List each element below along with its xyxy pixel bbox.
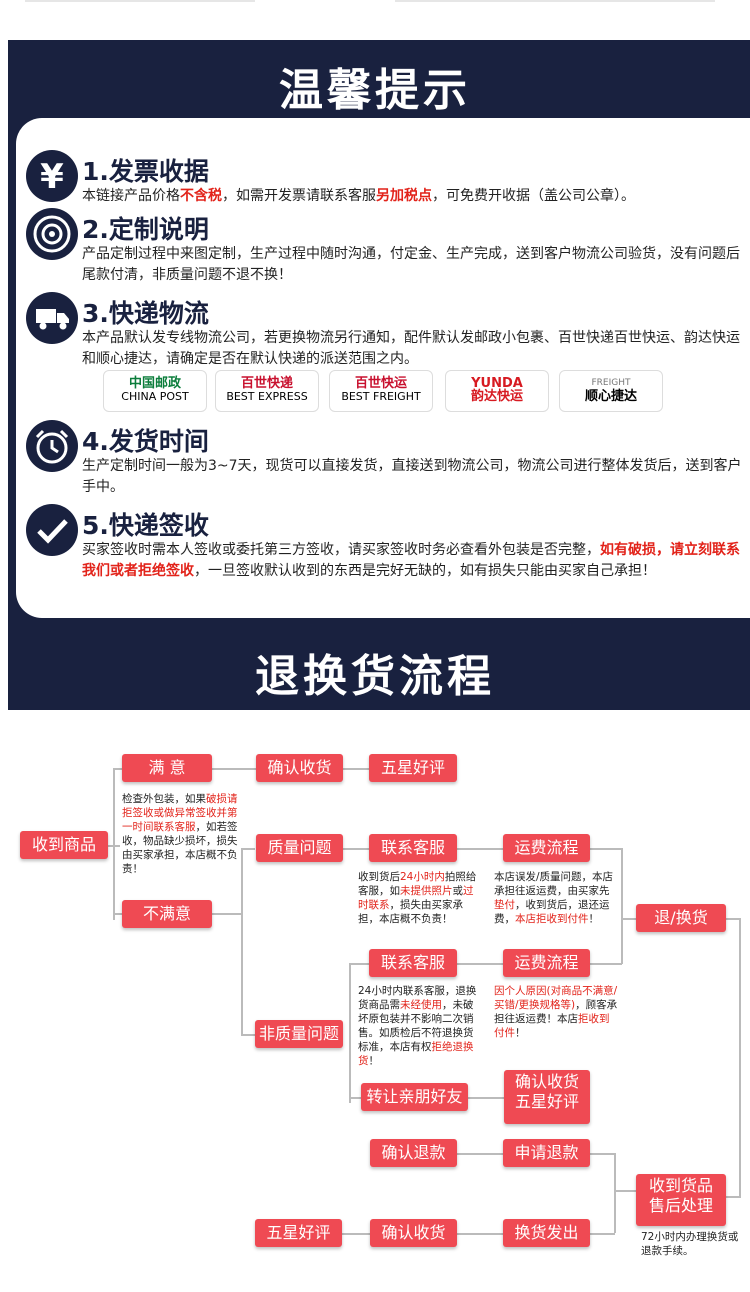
- section-body: 产品定制过程中来图定制，生产过程中随时沟通，付定金、生产完成，送到客户物流公司验…: [82, 246, 740, 283]
- contact-service-box-2: 联系客服: [369, 949, 457, 977]
- flow-title: 退换货流程: [255, 651, 495, 702]
- section-heading: 3.快递物流: [82, 299, 209, 328]
- svg-text:¥: ¥: [40, 157, 64, 197]
- tips-card: [16, 118, 750, 618]
- after-sale-note: 72小时内办理换货或退款手续。: [641, 1231, 739, 1257]
- section-heading: 1.发票收据: [82, 157, 209, 186]
- disc-icon: [26, 208, 78, 260]
- non-quality-fee-note: 因个人原因(对商品不满意/买错/更换规格等)，顾客承担往返运费！本店拒收到付件！: [494, 985, 618, 1039]
- quality-issue-box: 质量问题: [256, 834, 343, 862]
- confirm-receipt-box-3: 确认收货: [370, 1219, 457, 1247]
- quality-contact-note: 收到货后24小时内拍照给客服，如未提供照片或过时联系，损失由买家承担，本店概不负…: [358, 871, 477, 925]
- contact-service-box: 联系客服: [369, 834, 457, 862]
- yen-icon: ¥: [26, 150, 78, 202]
- shipping-fee-flow-box: 运费流程: [503, 834, 590, 862]
- five-star-review-box-2: 五星好评: [255, 1219, 342, 1247]
- received-goods-box: 收到商品: [20, 831, 108, 859]
- non-quality-issue-box: 非质量问题: [255, 1020, 343, 1048]
- section-body: 买家签收时需本人签收或委托第三方签收，请买家签收时务必查看外包装是否完整，如有破…: [82, 542, 740, 579]
- section-body: 本产品默认发专线物流公司，若更换物流另行通知，配件默认发邮政小包裹、百世快递百世…: [82, 330, 740, 367]
- return-exchange-box: 退/换货: [636, 904, 726, 932]
- return-flow-chart: 收到商品 满 意 确认收货 五星好评 不满意 质量问题 联系客服 运费流程 退/…: [0, 710, 750, 1292]
- shipping-fee-flow-box-2: 运费流程: [503, 949, 590, 977]
- transfer-to-friends-box: 转让亲朋好友: [361, 1083, 468, 1111]
- satisfied-box: 满 意: [122, 754, 212, 782]
- section-heading: 4.发货时间: [82, 427, 209, 456]
- confirm-receipt-box: 确认收货: [256, 754, 343, 782]
- section-body: 本链接产品价格不含税，如需开发票请联系客服另加税点，可免费开收据（盖公司公章）。: [82, 188, 635, 204]
- section-body: 生产定制时间一般为3~7天，现货可以直接发货，直接送到物流公司，物流公司进行整体…: [82, 458, 742, 495]
- confirm-refund-box: 确认退款: [370, 1139, 457, 1167]
- after-sale-box: 收到货品售后处理: [636, 1174, 726, 1226]
- five-star-review-box: 五星好评: [369, 754, 457, 782]
- truck-icon: [26, 292, 78, 344]
- confirm-receipt-review-box: 确认收货五星好评: [504, 1070, 590, 1124]
- alarm-clock-icon: [26, 420, 78, 472]
- section-heading: 2.定制说明: [82, 215, 209, 244]
- tips-title: 温馨提示: [279, 65, 471, 116]
- non-quality-contact-note: 24小时内联系客服，退换货商品需未经使用，未破坏原包装并不影响二次销售。如质检后…: [358, 985, 477, 1067]
- inspect-package-note: 检查外包装，如果破损请拒签收或做异常签收并第一时间联系客服，如若签收，物品缺少损…: [122, 793, 238, 875]
- quality-fee-note: 本店误发/质量问题，本店承担往返运费，由买家先垫付，收到货后，退还运费，本店拒收…: [494, 871, 614, 925]
- checkmark-icon: [26, 504, 78, 556]
- top-strip: [0, 0, 750, 40]
- exchange-shipped-box: 换货发出: [503, 1219, 590, 1247]
- section-heading: 5.快递签收: [82, 511, 209, 540]
- apply-refund-box: 申请退款: [503, 1139, 590, 1167]
- unsatisfied-box: 不满意: [122, 900, 212, 928]
